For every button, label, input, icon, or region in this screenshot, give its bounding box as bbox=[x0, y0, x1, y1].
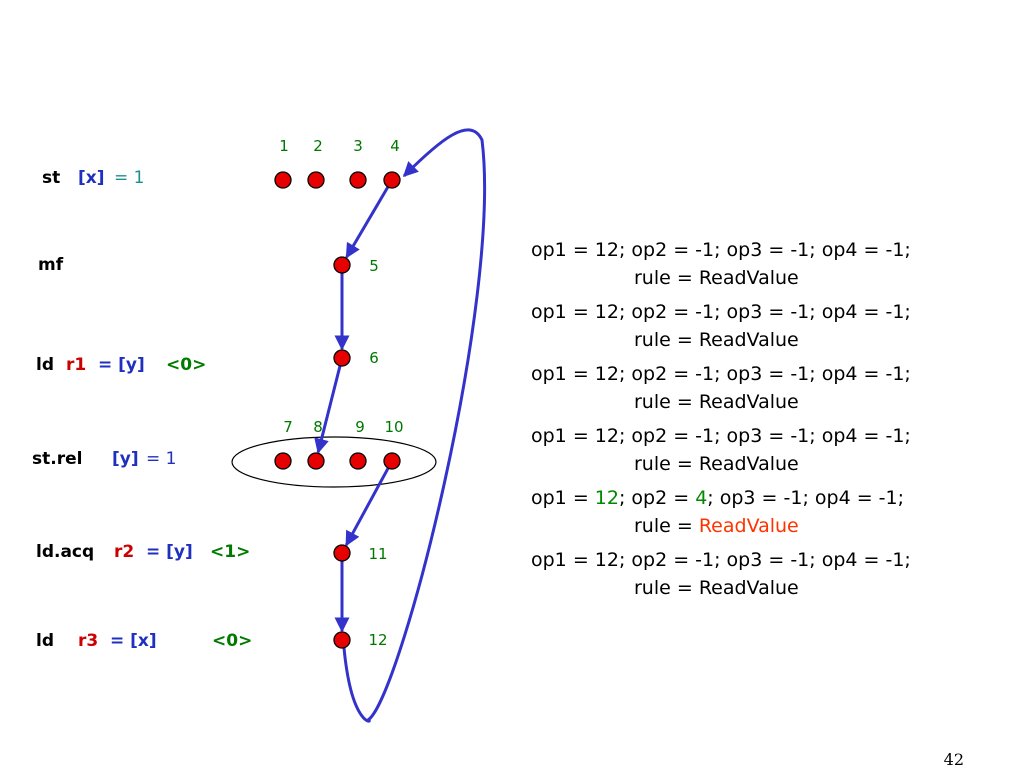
node-label-6: 6 bbox=[369, 349, 379, 367]
operation-6-line2-segment-1: rule = ReadValue bbox=[634, 577, 799, 599]
node-1 bbox=[274, 171, 292, 189]
instruction-6-token-2: r3 bbox=[78, 631, 99, 651]
instruction-6-token-1: ld bbox=[36, 631, 54, 651]
instruction-6-token-4: <0> bbox=[212, 631, 253, 651]
operation-1-line1-segment-1: op1 = 12; op2 = -1; op3 = -1; op4 = -1; bbox=[531, 239, 911, 261]
instruction-3-token-1: ld bbox=[36, 355, 54, 375]
node-5 bbox=[333, 256, 351, 274]
node-4 bbox=[383, 171, 401, 189]
instruction-1-token-2: [x] bbox=[78, 168, 105, 188]
node-3 bbox=[349, 171, 367, 189]
operation-4-line1-segment-1: op1 = 12; op2 = -1; op3 = -1; op4 = -1; bbox=[531, 425, 911, 447]
node-9 bbox=[349, 452, 367, 470]
instruction-4-token-3: = 1 bbox=[146, 449, 177, 469]
edge-4-to-5 bbox=[345, 186, 390, 259]
node-label-2: 2 bbox=[313, 137, 323, 155]
instruction-3: ld r1 = [y] <0> bbox=[0, 355, 300, 377]
node-label-1: 1 bbox=[279, 137, 289, 155]
instruction-5: ld.acq r2 = [y] <1> bbox=[0, 542, 300, 564]
node-label-10: 10 bbox=[384, 418, 403, 436]
instruction-4: st.rel [y] = 1 bbox=[0, 449, 300, 471]
instruction-2: mf bbox=[0, 255, 300, 277]
node-11 bbox=[333, 544, 351, 562]
node-8 bbox=[307, 452, 325, 470]
operation-3-line2: rule = ReadValue bbox=[531, 388, 1001, 416]
edge-12-to-4 bbox=[342, 128, 487, 723]
instruction-1-token-3: = 1 bbox=[114, 168, 145, 188]
instruction-5-token-2: r2 bbox=[114, 542, 135, 562]
operation-5-line1-segment-3: ; op2 = bbox=[618, 487, 696, 509]
operation-2-line1: op1 = 12; op2 = -1; op3 = -1; op4 = -1; bbox=[531, 298, 1001, 326]
instruction-2-token-1: mf bbox=[38, 255, 64, 275]
node-12 bbox=[333, 631, 351, 649]
instruction-1-token-1: st bbox=[42, 168, 61, 188]
node-10 bbox=[383, 452, 401, 470]
operation-1-line1: op1 = 12; op2 = -1; op3 = -1; op4 = -1; bbox=[531, 236, 1001, 264]
operation-entry-3: op1 = 12; op2 = -1; op3 = -1; op4 = -1; r… bbox=[531, 360, 1001, 422]
instruction-5-token-4: <1> bbox=[210, 542, 251, 562]
instruction-4-token-1: st.rel bbox=[32, 449, 83, 469]
operation-entry-6: op1 = 12; op2 = -1; op3 = -1; op4 = -1; r… bbox=[531, 546, 1001, 608]
node-label-8: 8 bbox=[313, 418, 323, 436]
node-label-7: 7 bbox=[283, 418, 293, 436]
instruction-6: ld r3 = [x] <0> bbox=[0, 631, 300, 653]
operation-6-line1: op1 = 12; op2 = -1; op3 = -1; op4 = -1; bbox=[531, 546, 1001, 574]
instruction-4-token-2: [y] bbox=[112, 449, 139, 469]
operation-3-line2-segment-1: rule = ReadValue bbox=[634, 391, 799, 413]
node-7 bbox=[274, 452, 292, 470]
operation-4-line1: op1 = 12; op2 = -1; op3 = -1; op4 = -1; bbox=[531, 422, 1001, 450]
operation-5-line2: rule = ReadValue bbox=[531, 512, 1001, 540]
operation-2-line2: rule = ReadValue bbox=[531, 326, 1001, 354]
operation-5-line1-segment-4: 4 bbox=[695, 487, 708, 509]
operations-panel: op1 = 12; op2 = -1; op3 = -1; op4 = -1; r… bbox=[531, 236, 1001, 608]
operation-entry-4: op1 = 12; op2 = -1; op3 = -1; op4 = -1; r… bbox=[531, 422, 1001, 484]
operation-2-line1-segment-1: op1 = 12; op2 = -1; op3 = -1; op4 = -1; bbox=[531, 301, 911, 323]
node-label-5: 5 bbox=[369, 257, 379, 275]
operation-5-line2-segment-2: ReadValue bbox=[698, 515, 799, 537]
operation-4-line2-segment-1: rule = ReadValue bbox=[634, 453, 799, 475]
node-label-9: 9 bbox=[355, 418, 365, 436]
operation-3-line1-segment-1: op1 = 12; op2 = -1; op3 = -1; op4 = -1; bbox=[531, 363, 911, 385]
operation-6-line1-segment-1: op1 = 12; op2 = -1; op3 = -1; op4 = -1; bbox=[531, 549, 911, 571]
operation-5-line1-segment-2: 12 bbox=[594, 487, 619, 509]
instruction-6-token-3: = [x] bbox=[110, 631, 157, 651]
instruction-5-token-3: = [y] bbox=[146, 542, 193, 562]
operation-5-line1-segment-1: op1 = bbox=[531, 487, 595, 509]
node-2 bbox=[307, 171, 325, 189]
node-label-4: 4 bbox=[390, 137, 400, 155]
instruction-5-token-1: ld.acq bbox=[36, 542, 95, 562]
page-number: 42 bbox=[943, 750, 964, 769]
instruction-3-token-2: r1 bbox=[66, 355, 87, 375]
operation-6-line2: rule = ReadValue bbox=[531, 574, 1001, 602]
release-group-ellipse bbox=[231, 436, 437, 488]
operation-entry-5: op1 = 12; op2 = 4; op3 = -1; op4 = -1;ru… bbox=[531, 484, 1001, 546]
operation-4-line2: rule = ReadValue bbox=[531, 450, 1001, 478]
operation-5-line1-segment-5: ; op3 = -1; op4 = -1; bbox=[707, 487, 904, 509]
node-label-3: 3 bbox=[353, 137, 363, 155]
instruction-1: st [x] = 1 bbox=[0, 168, 300, 190]
instruction-3-token-3: = [y] bbox=[98, 355, 145, 375]
operation-entry-1: op1 = 12; op2 = -1; op3 = -1; op4 = -1; r… bbox=[531, 236, 1001, 298]
node-label-11: 11 bbox=[368, 545, 387, 563]
operation-5-line1: op1 = 12; op2 = 4; op3 = -1; op4 = -1; bbox=[531, 484, 1001, 512]
edge-6-to-8 bbox=[314, 365, 342, 454]
edge-10-to-11 bbox=[344, 467, 390, 547]
operation-entry-2: op1 = 12; op2 = -1; op3 = -1; op4 = -1; r… bbox=[531, 298, 1001, 360]
instruction-3-token-4: <0> bbox=[166, 355, 207, 375]
operation-1-line2: rule = ReadValue bbox=[531, 264, 1001, 292]
operation-1-line2-segment-1: rule = ReadValue bbox=[634, 267, 799, 289]
operation-2-line2-segment-1: rule = ReadValue bbox=[634, 329, 799, 351]
node-6 bbox=[333, 349, 351, 367]
operation-5-line2-segment-1: rule = bbox=[634, 515, 699, 537]
operation-3-line1: op1 = 12; op2 = -1; op3 = -1; op4 = -1; bbox=[531, 360, 1001, 388]
node-label-12: 12 bbox=[368, 631, 387, 649]
